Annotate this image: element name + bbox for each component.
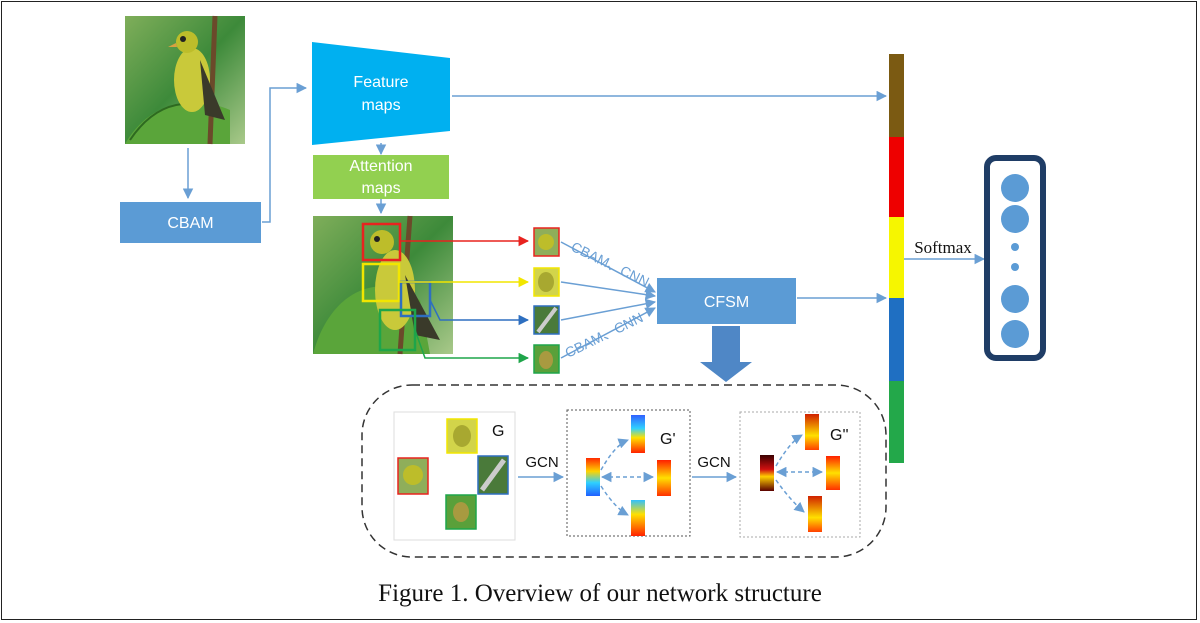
crop-box-red bbox=[361, 222, 402, 262]
cbam-block: CBAM bbox=[120, 202, 261, 243]
figure-caption: Figure 1. Overview of our network struct… bbox=[378, 580, 822, 607]
arrow-crop-blue bbox=[429, 299, 530, 326]
arrow-down-icon bbox=[700, 326, 752, 382]
softmax-label: Softmax bbox=[914, 238, 972, 257]
arrow-cbam-to-features bbox=[262, 82, 308, 223]
feature-node-top-2 bbox=[805, 414, 819, 450]
feature-node-top bbox=[631, 415, 645, 453]
output-layer bbox=[984, 155, 1046, 361]
graph-panel-g1: G' bbox=[566, 409, 691, 537]
cbam-cnn-label-top: CBAM、CNN bbox=[569, 238, 652, 290]
feature-node-bottom bbox=[631, 500, 645, 536]
node-crop-green bbox=[445, 494, 477, 530]
feature-maps-label-2: maps bbox=[361, 97, 400, 114]
g1-label: G' bbox=[660, 431, 676, 448]
cfsm-block: CFSM bbox=[657, 278, 796, 324]
cbam-label: CBAM bbox=[167, 215, 213, 232]
crop-thumb-blue bbox=[533, 305, 560, 335]
arrow-red-to-cfsm bbox=[560, 241, 656, 293]
graph-panel-g: G bbox=[393, 411, 516, 541]
attention-bird-photo bbox=[313, 215, 453, 355]
arrow-green-to-cfsm bbox=[560, 307, 656, 359]
feature-node-right bbox=[657, 460, 671, 496]
arrow-yellow-to-cfsm bbox=[560, 281, 657, 300]
crop-thumb-yellow bbox=[533, 267, 560, 297]
g2-label: G'' bbox=[830, 427, 849, 444]
crop-thumbnails bbox=[533, 227, 560, 374]
attention-maps-label-1: Attention bbox=[349, 158, 412, 175]
crop-thumb-red bbox=[533, 227, 560, 257]
cfsm-label: CFSM bbox=[704, 294, 749, 311]
attention-maps-label-2: maps bbox=[361, 180, 400, 197]
graph-panel-g2: G'' bbox=[739, 411, 861, 538]
gcn-label-2: GCN bbox=[697, 454, 730, 471]
feature-vector-bar bbox=[889, 54, 904, 463]
feature-node-left bbox=[586, 458, 600, 496]
feature-maps-label-1: Feature bbox=[353, 74, 408, 91]
node-crop-blue bbox=[477, 455, 509, 495]
node-crop-red bbox=[397, 457, 429, 495]
arrow-blue-to-cfsm bbox=[560, 298, 657, 321]
gcn-label-1: GCN bbox=[525, 454, 558, 471]
feature-node-left-2 bbox=[760, 455, 774, 491]
arrow-crop-green bbox=[414, 329, 530, 364]
node-crop-yellow bbox=[446, 418, 478, 454]
input-bird-photo bbox=[125, 15, 245, 145]
feature-node-right-2 bbox=[826, 456, 840, 490]
feature-maps-block: Feature maps bbox=[312, 42, 450, 145]
g-label: G bbox=[492, 423, 504, 440]
crop-thumb-green bbox=[533, 344, 560, 374]
attention-maps-block: Attention maps bbox=[313, 155, 449, 199]
graph-region bbox=[361, 384, 887, 558]
feature-node-bottom-2 bbox=[808, 496, 822, 532]
